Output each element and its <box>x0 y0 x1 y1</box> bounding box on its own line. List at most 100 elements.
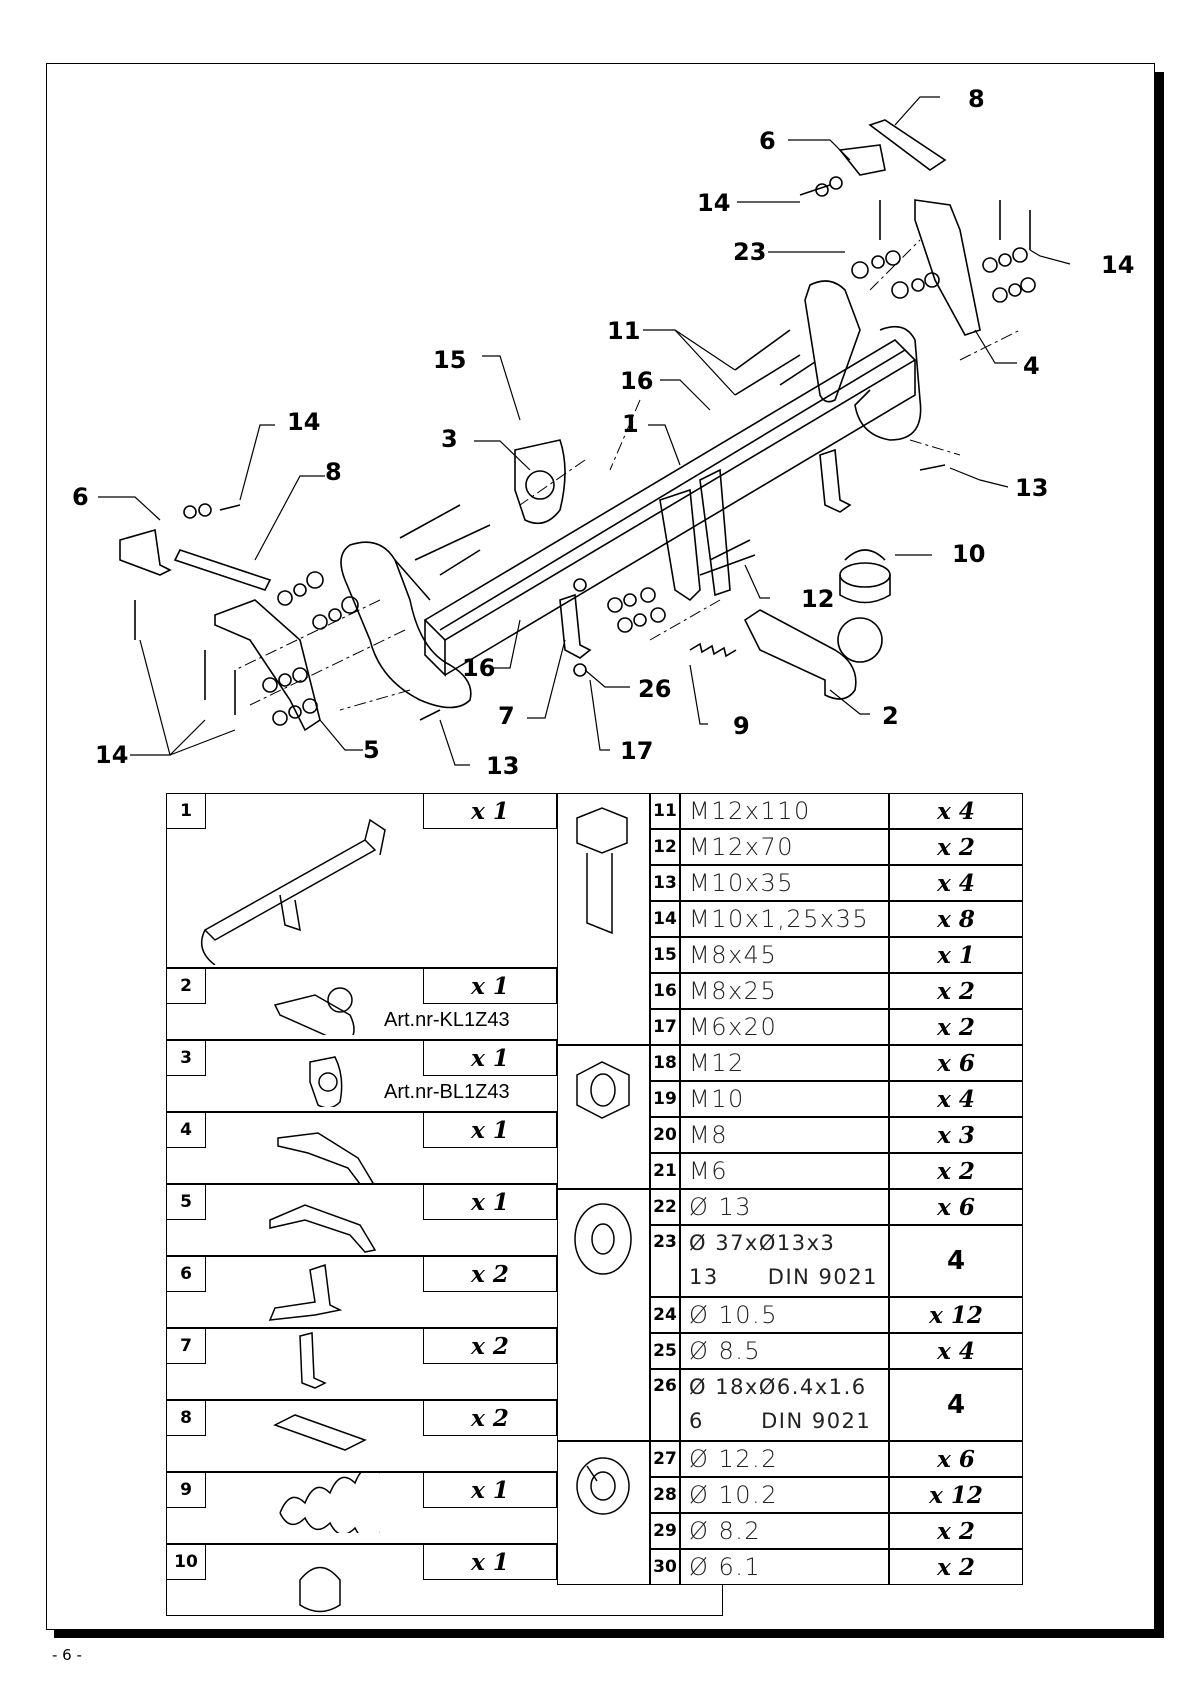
callout-7: 7 <box>498 702 515 730</box>
callout-2: 2 <box>882 702 899 730</box>
callout-6: 6 <box>72 483 89 511</box>
part-3-drawing <box>309 1056 343 1107</box>
part-number: 5 <box>166 1184 206 1220</box>
part-quantity: x 1 <box>423 1112 557 1148</box>
spec-number: 16 <box>650 973 680 1009</box>
callout-1: 1 <box>622 410 639 438</box>
spec-quantity: 4 <box>889 1225 1023 1297</box>
spring-9 <box>689 642 737 658</box>
callout-10: 10 <box>952 540 985 568</box>
spec-quantity: x 4 <box>889 793 1023 829</box>
callout-12: 12 <box>801 585 834 613</box>
spring-washer-icon <box>576 1457 630 1515</box>
callout-14: 14 <box>95 741 128 769</box>
spec-quantity: x 8 <box>889 901 1023 937</box>
spec-value: M6 <box>680 1153 889 1189</box>
part-quantity: x 1 <box>423 1472 557 1508</box>
spec-value: Ø 13 <box>680 1189 889 1225</box>
bracket-8-left <box>173 549 272 591</box>
spec-quantity: x 4 <box>889 865 1023 901</box>
spec-quantity: 4 <box>889 1369 1023 1441</box>
bolt-icon <box>576 807 628 935</box>
spec-number: 15 <box>650 937 680 973</box>
callout-5: 5 <box>363 736 380 764</box>
part-2-drawing <box>273 987 355 1035</box>
bracket-7 <box>559 593 592 659</box>
spec-number: 29 <box>650 1513 680 1549</box>
towball-cap-10 <box>839 575 891 604</box>
towball-2 <box>743 609 857 700</box>
part-number: 7 <box>166 1328 206 1364</box>
spec-quantity: x 2 <box>889 1513 1023 1549</box>
fastener-illustration-cell <box>557 1441 650 1585</box>
part-quantity: x 2 <box>423 1256 557 1292</box>
part-quantity: x 1 <box>423 1544 557 1580</box>
callout-14: 14 <box>1101 251 1134 279</box>
part-9-drawing <box>279 1473 380 1533</box>
bracket-5 <box>214 599 321 732</box>
spec-value: Ø 6.1 <box>680 1549 889 1585</box>
spec-value: M12x70 <box>680 829 889 865</box>
callout-8: 8 <box>968 85 985 113</box>
callout-16: 16 <box>462 654 495 682</box>
frame-shadow-bottom <box>54 1630 1164 1638</box>
callout-4: 4 <box>1023 352 1040 380</box>
washer-icon <box>574 1203 632 1275</box>
centre-bracket-left <box>659 488 701 602</box>
nut-icon <box>576 1061 630 1119</box>
callout-17: 17 <box>620 737 653 765</box>
callout-26: 26 <box>638 675 671 703</box>
spec-quantity: x 2 <box>889 973 1023 1009</box>
spec-number: 27 <box>650 1441 680 1477</box>
spec-line-1: Ø 18xØ6.4x1.6 <box>689 1375 867 1399</box>
callout-23: 23 <box>733 238 766 266</box>
part-1-drawing <box>200 818 386 965</box>
spec-line-1: Ø 37xØ13x3 <box>689 1231 836 1255</box>
part-number: 8 <box>166 1400 206 1436</box>
spec-quantity: x 2 <box>889 1549 1023 1585</box>
left-side-plate <box>340 541 472 709</box>
spec-value: M10x1,25x35 <box>680 901 889 937</box>
frame-shadow-right <box>1155 72 1164 1638</box>
article-number: Art.nr-KL1Z43 <box>384 1009 510 1031</box>
part-quantity: x 1 <box>423 1040 557 1076</box>
spec-quantity: x 1 <box>889 937 1023 973</box>
callout-14: 14 <box>697 189 730 217</box>
callout-9: 9 <box>733 712 750 740</box>
page-number: - 6 - <box>52 1646 82 1664</box>
spec-number: 25 <box>650 1333 680 1369</box>
part-number: 3 <box>166 1040 206 1076</box>
spec-number: 11 <box>650 793 680 829</box>
bracket-6-right-top <box>838 144 886 176</box>
spec-value: M10 <box>680 1081 889 1117</box>
bracket-6-left <box>119 528 172 576</box>
part-number: 4 <box>166 1112 206 1148</box>
spec-quantity: x 12 <box>889 1477 1023 1513</box>
part-number: 9 <box>166 1472 206 1508</box>
spec-number: 17 <box>650 1009 680 1045</box>
callout-8: 8 <box>325 458 342 486</box>
spec-value: M10x35 <box>680 865 889 901</box>
spec-value: Ø 12.2 <box>680 1441 889 1477</box>
part-6-drawing <box>268 1263 343 1321</box>
fastener-illustration-cell <box>557 793 650 1045</box>
spec-number: 30 <box>650 1549 680 1585</box>
bracket-8-right <box>868 119 947 171</box>
part-8-drawing <box>273 1414 367 1451</box>
leader-lines <box>98 96 1071 766</box>
spec-value: Ø 8.2 <box>680 1513 889 1549</box>
spec-number: 12 <box>650 829 680 865</box>
part-quantity: x 2 <box>423 1400 557 1436</box>
bracket-6-right <box>819 448 852 513</box>
callout-16: 16 <box>620 367 653 395</box>
part-4-drawing <box>277 1132 375 1188</box>
spec-value: M12x110 <box>680 793 889 829</box>
spec-quantity: x 12 <box>889 1297 1023 1333</box>
spec-quantity: x 2 <box>889 829 1023 865</box>
spec-value: Ø 10.2 <box>680 1477 889 1513</box>
callout-13: 13 <box>486 752 519 780</box>
part-quantity: x 2 <box>423 1328 557 1364</box>
spec-quantity: x 3 <box>889 1117 1023 1153</box>
